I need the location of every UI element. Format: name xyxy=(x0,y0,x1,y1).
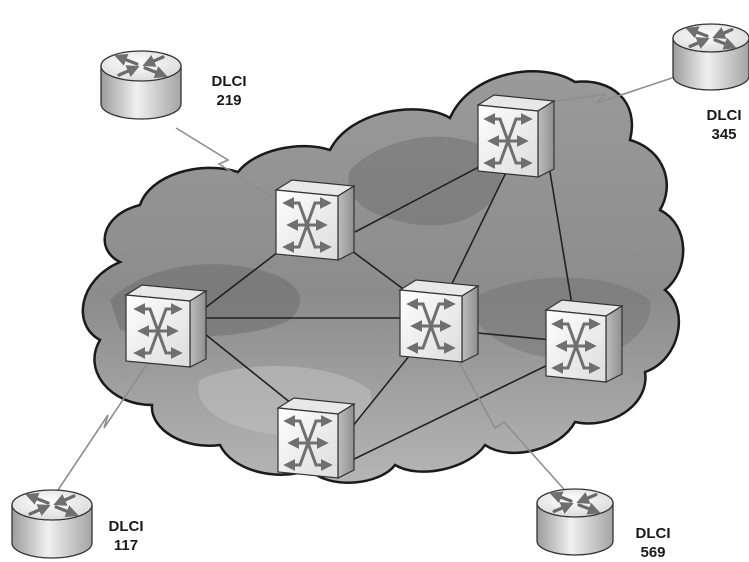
router-arrows-icon xyxy=(25,492,79,518)
router-arrows-icon xyxy=(685,26,737,50)
serial-link-569 xyxy=(457,359,571,497)
dlci-word: DLCI xyxy=(635,525,671,542)
frame-relay-switch xyxy=(276,397,356,479)
dlci-label-345: DLCI 345 xyxy=(694,106,749,144)
router-arrows-icon xyxy=(549,491,601,515)
router-219 xyxy=(100,50,182,120)
switch-arrows-icon xyxy=(133,303,183,359)
frame-relay-cloud xyxy=(81,70,685,484)
frame-relay-switch xyxy=(124,284,208,368)
dlci-number: 117 xyxy=(113,537,139,554)
frame-relay-switches xyxy=(124,94,624,479)
dlci-number: 569 xyxy=(640,544,666,561)
serial-link-219 xyxy=(175,127,291,209)
switch-arrows-icon xyxy=(283,415,333,471)
dlci-label-569: DLCI 569 xyxy=(623,524,683,562)
switch-arrows-icon xyxy=(282,197,332,253)
cloud-shadow-top xyxy=(348,136,502,226)
dlci-number: 219 xyxy=(216,92,242,109)
serial-link-345 xyxy=(523,73,685,107)
router-arrows-icon xyxy=(114,53,168,79)
dlci-word: DLCI xyxy=(706,107,742,124)
frame-relay-switch xyxy=(398,279,480,363)
dlci-word: DLCI xyxy=(108,518,144,535)
switch-arrows-icon xyxy=(483,113,533,169)
switch-arrows-icon xyxy=(406,298,456,354)
frame-relay-switch xyxy=(476,94,556,178)
dlci-label-117: DLCI 117 xyxy=(96,517,156,555)
serial-link-117 xyxy=(53,344,161,497)
router-569 xyxy=(536,488,614,556)
frame-relay-switch xyxy=(274,179,356,261)
dlci-number: 345 xyxy=(711,126,737,143)
access-links xyxy=(53,73,685,497)
customer-routers xyxy=(11,23,749,559)
dlci-word: DLCI xyxy=(211,73,247,90)
frame-relay-switch xyxy=(544,299,624,383)
switch-arrows-icon xyxy=(551,318,601,374)
router-345 xyxy=(672,23,749,91)
dlci-label-219: DLCI 219 xyxy=(199,72,259,110)
router-117 xyxy=(11,489,93,559)
